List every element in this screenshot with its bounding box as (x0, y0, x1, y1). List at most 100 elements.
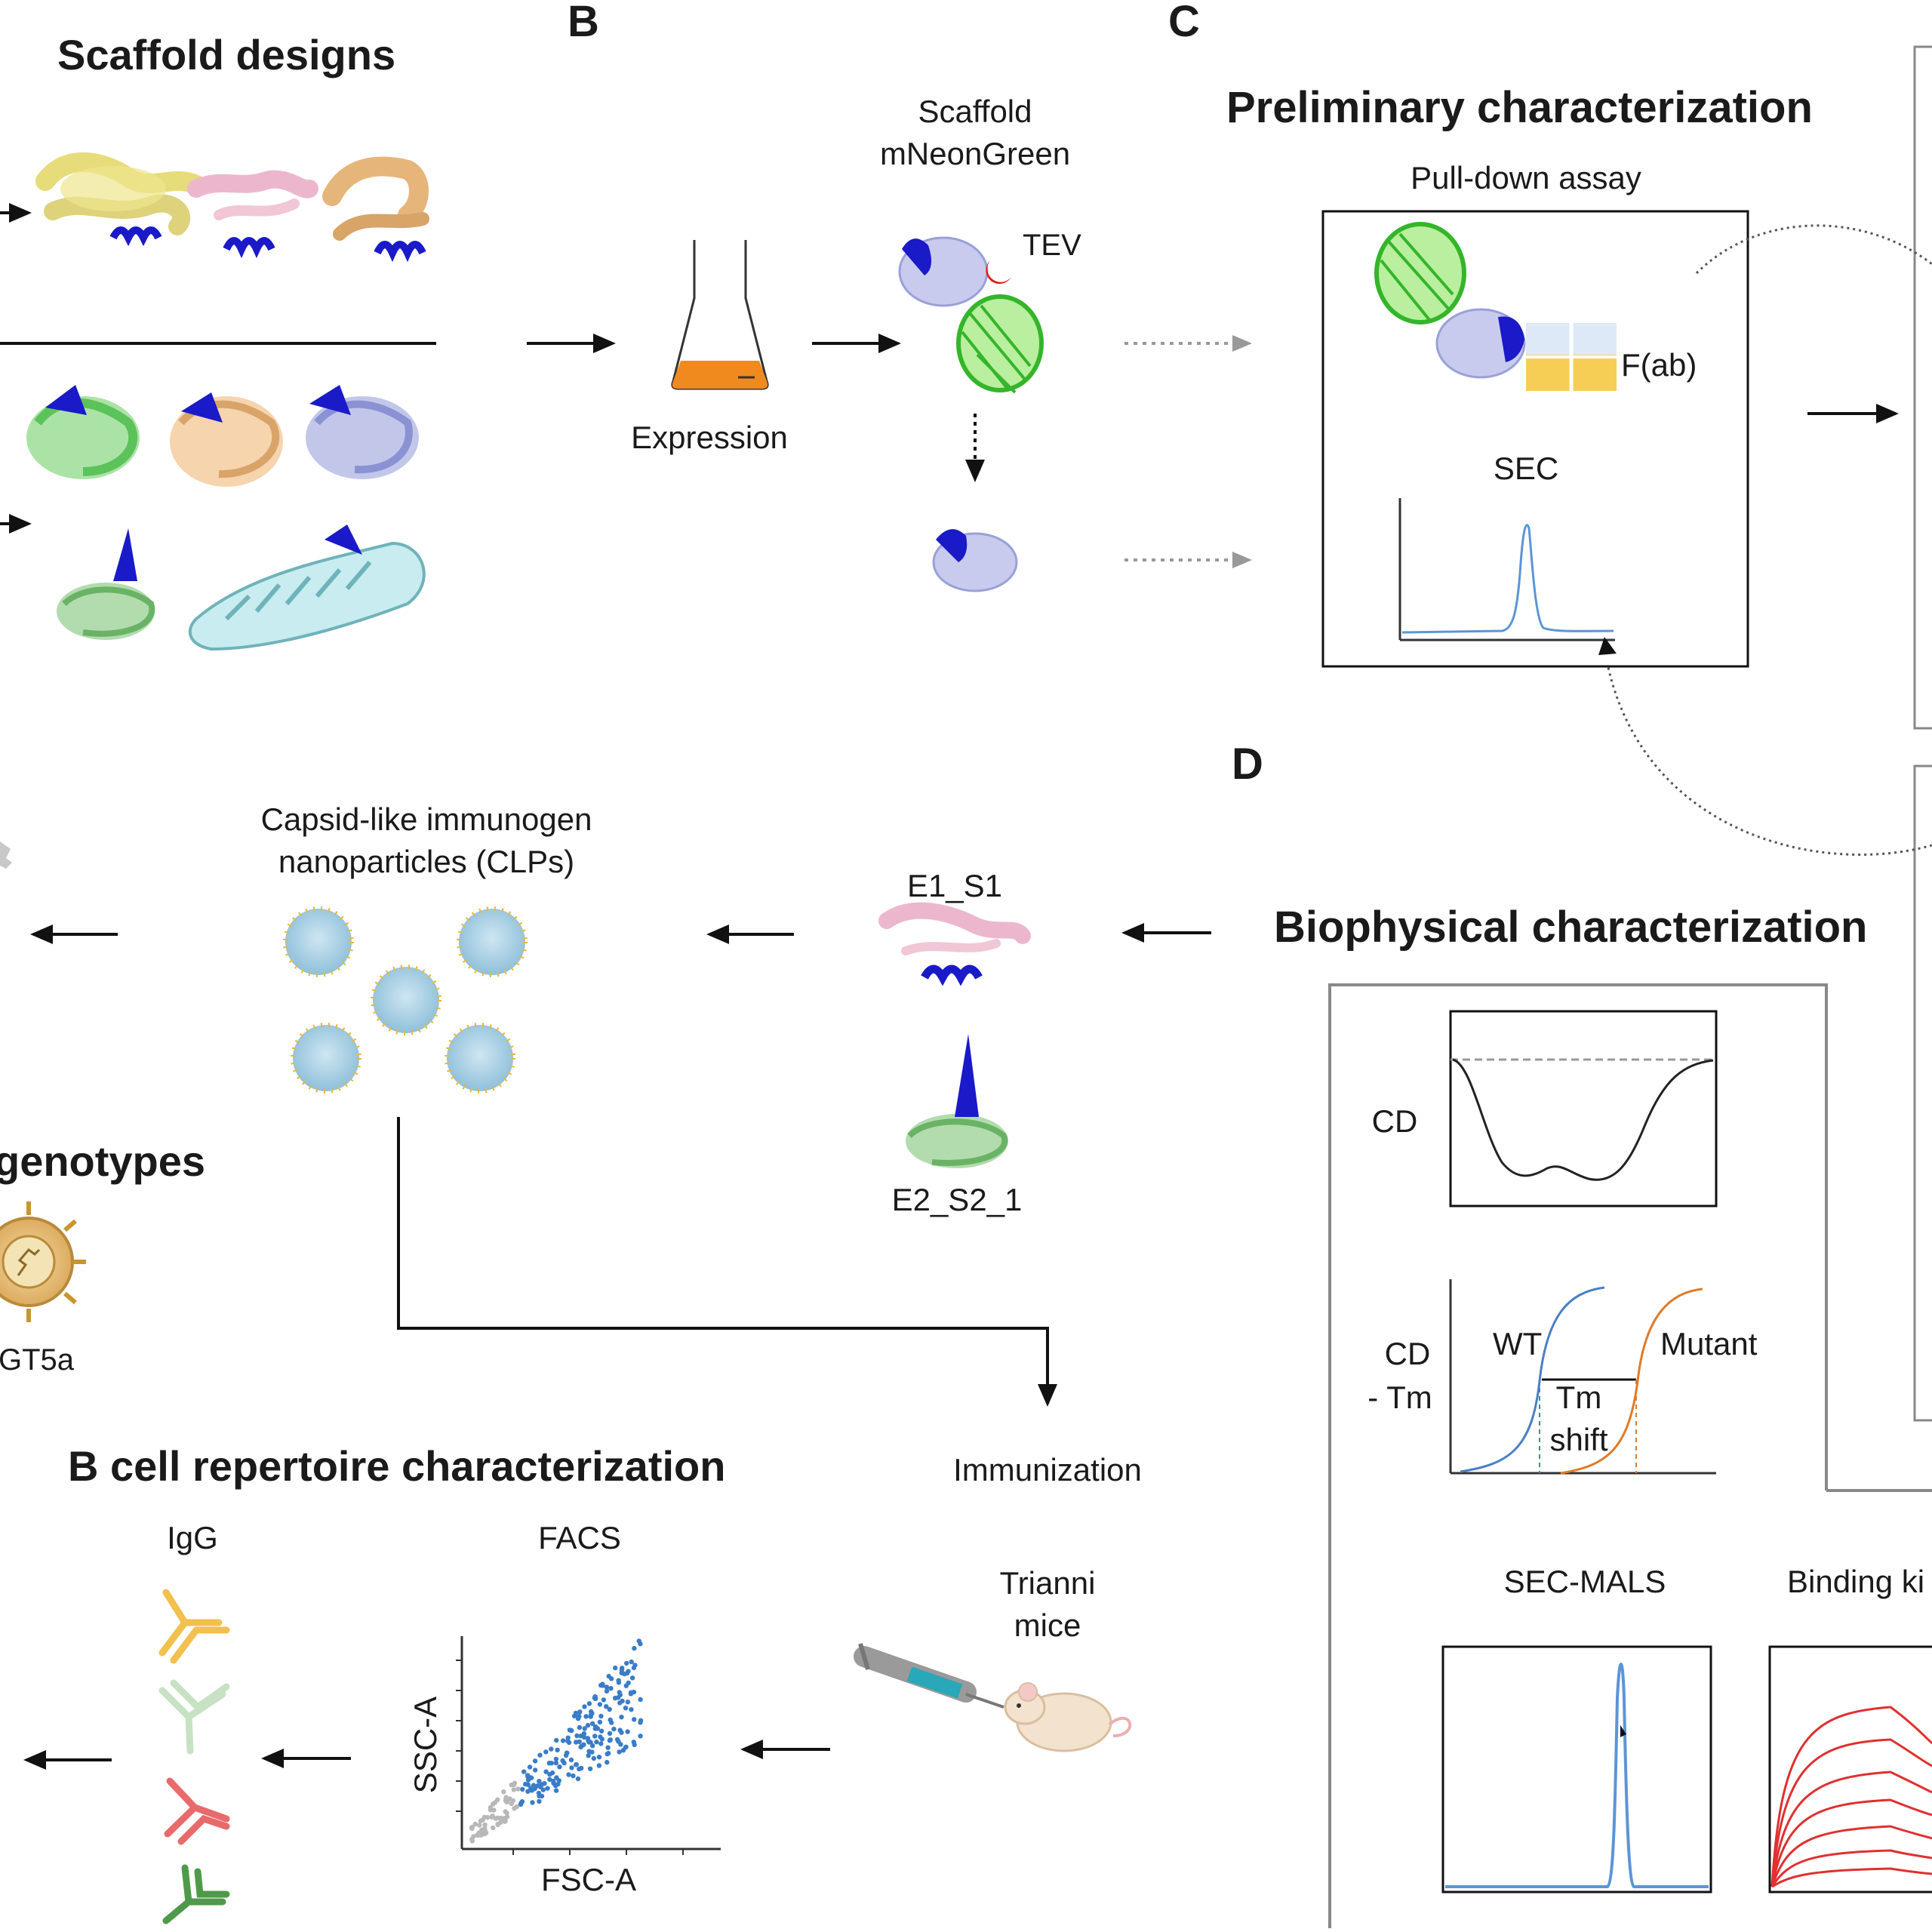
facs-event-dot (625, 1700, 631, 1705)
facs-event-dot (525, 1777, 531, 1783)
facs-event-dot (501, 1789, 506, 1795)
sec-mals-label: SEC-MALS (1504, 1564, 1666, 1599)
facs-event-dot (571, 1773, 576, 1779)
immunization-label: Immunization (953, 1452, 1142, 1487)
igg-antibodies-group (158, 1589, 230, 1924)
facs-event-dot (597, 1719, 603, 1724)
facs-event-dot (495, 1822, 500, 1827)
yellow-scaffold-protein-icon (35, 152, 206, 247)
facs-event-dot (574, 1740, 579, 1745)
light-green-antibody-icon (158, 1679, 230, 1755)
facs-event-dot (553, 1760, 558, 1766)
cd-spectrum-plot (1449, 1010, 1718, 1208)
facs-event-dot (527, 1764, 533, 1770)
mutant-label: Mutant (1660, 1326, 1758, 1361)
sec-trace-line (1401, 524, 1614, 634)
facs-event-dot (596, 1763, 602, 1768)
cutoff-panel-lower (1913, 764, 1932, 1422)
facs-event-dot (591, 1755, 597, 1761)
clp-particle-icon (283, 906, 354, 977)
tan-scaffold-protein-icon (322, 156, 429, 263)
facs-event-dot (607, 1738, 613, 1743)
facs-title: FACS (538, 1520, 621, 1555)
facs-event-dot (616, 1678, 621, 1683)
facs-event-dot (605, 1759, 610, 1765)
facs-event-dot (598, 1741, 604, 1746)
facs-event-dot (539, 1782, 545, 1787)
facs-event-dot (629, 1659, 634, 1665)
facs-event-dot (599, 1737, 605, 1742)
cdtm-label-line1: CD (1385, 1336, 1431, 1371)
expression-label: Expression (631, 420, 788, 455)
facs-event-dot (628, 1690, 634, 1695)
feedback-curve-bottom (1606, 663, 1932, 856)
facs-event-dot (472, 1821, 478, 1827)
facs-event-dot (596, 1755, 602, 1760)
facs-event-dot (585, 1722, 591, 1728)
tm-shift-label-line2: shift (1549, 1422, 1607, 1457)
facs-event-dot (597, 1702, 603, 1707)
facs-event-dot (549, 1761, 554, 1766)
clp-particle-icon (371, 964, 441, 1035)
sage-scaffold-protein-icon (57, 528, 155, 640)
facs-event-dot (607, 1706, 612, 1712)
lavender-scaffold-protein-icon (306, 385, 419, 479)
facs-event-dot (491, 1801, 496, 1807)
facs-event-dot (504, 1810, 509, 1816)
scaffold-label-line2: mNeonGreen (880, 136, 1070, 171)
facs-event-dot (598, 1728, 605, 1734)
facs-event-dot (553, 1788, 559, 1793)
cyan-elongated-scaffold-protein-icon (188, 525, 426, 651)
pulldown-complex-icon (1374, 222, 1617, 391)
facs-event-dot (512, 1780, 518, 1786)
panel-c-letter: C (1168, 0, 1200, 46)
facs-event-dot (491, 1807, 497, 1813)
facs-event-dot (512, 1806, 517, 1811)
facs-event-dot (582, 1726, 587, 1731)
sec-label: SEC (1494, 451, 1558, 486)
facs-event-dot (485, 1815, 491, 1820)
tev-protease-icon (986, 260, 1011, 285)
facs-event-dot (578, 1744, 583, 1750)
facs-event-dot (619, 1715, 624, 1720)
syringe-icon (854, 1643, 1004, 1709)
facs-event-dot (469, 1826, 475, 1832)
facs-event-dot (605, 1751, 611, 1756)
peach-scaffold-protein-icon (170, 392, 283, 487)
facs-event-dot (557, 1764, 562, 1770)
pull-down-assay-label: Pull-down assay (1411, 160, 1641, 195)
facs-event-dot (581, 1734, 587, 1740)
facs-event-dot (545, 1786, 550, 1791)
facs-event-dot (577, 1709, 583, 1715)
facs-event-dot (586, 1753, 591, 1758)
facs-event-dot (565, 1735, 571, 1740)
facs-event-dot (623, 1745, 628, 1750)
panel-d-letter: D (1232, 740, 1263, 789)
facs-event-dot (543, 1749, 549, 1755)
facs-event-dot (567, 1727, 573, 1733)
facs-event-dot (581, 1730, 587, 1737)
cleaved-scaffold-icon (932, 529, 1018, 592)
facs-event-dot (469, 1837, 475, 1842)
facs-event-dot (611, 1726, 617, 1732)
sec-mals-trace (1445, 1663, 1709, 1888)
sec-chromatogram (1398, 498, 1615, 641)
biophysical-characterization-title: Biophysical characterization (1274, 903, 1867, 952)
facs-event-dot (594, 1740, 599, 1745)
yellow-antibody-icon (158, 1589, 230, 1664)
facs-event-dot (592, 1734, 598, 1739)
facs-event-dot (530, 1800, 535, 1805)
facs-event-dot (636, 1638, 641, 1644)
facs-event-dot (608, 1717, 613, 1723)
hcv-virion-icon (0, 1201, 86, 1322)
facs-event-dot (582, 1704, 587, 1709)
e1-s1-label: E1_S1 (907, 868, 1002, 903)
facs-event-dot (537, 1798, 542, 1804)
red-antibody-icon (164, 1777, 230, 1845)
facs-event-dot (586, 1701, 592, 1706)
feedback-curve-top (1695, 224, 1932, 275)
facs-event-dot (477, 1823, 482, 1828)
facs-event-dot (587, 1766, 593, 1771)
mneongreen-barrel-icon (956, 294, 1044, 394)
